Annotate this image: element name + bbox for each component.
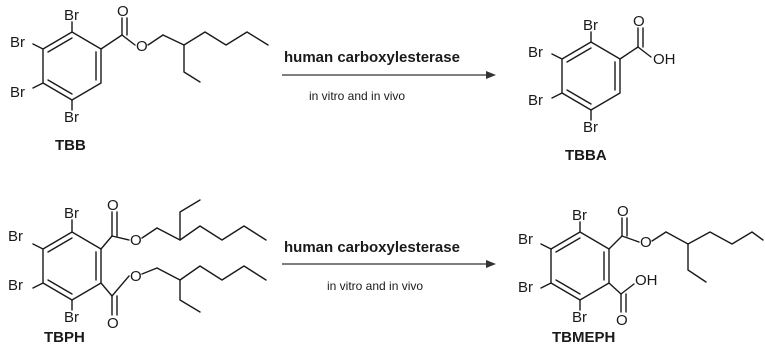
benzene-ring [561,41,621,111]
ester-group-lower [100,267,158,316]
hydroxyl-group: OH [635,272,658,289]
reaction-arrow-2: human carboxylesterase in vitro and in v… [282,239,496,293]
oxygen-atom: O [130,232,142,249]
bromine-atom: Br [64,205,79,222]
reaction-arrow-1: human carboxylesterase in vitro and in v… [282,49,496,103]
bromine-atom: Br [10,34,25,51]
substituent-bonds [551,31,592,121]
bromine-atom: Br [572,207,587,224]
oxygen-atom: O [633,13,645,30]
compound-label-tbph: TBPH [44,329,85,346]
bromine-atom: Br [8,228,23,245]
substituent-bonds [32,21,73,111]
enzyme-label: human carboxylesterase [284,49,460,66]
bromine-atom: Br [528,92,543,109]
ethylhexyl-chain-upper [156,225,267,241]
bromine-atom: Br [8,277,23,294]
reactant-tbb: Br Br Br Br O O TBB [10,3,269,154]
oxygen-atom: O [107,197,119,214]
ethylhexyl-chain [162,31,269,46]
compound-label-tbmeph: TBMEPH [552,329,615,346]
oxygen-atom: O [117,3,129,20]
ester-group [608,217,667,250]
bromine-atom: Br [64,7,79,24]
enzyme-label: human carboxylesterase [284,239,460,256]
ester-group-upper [100,211,158,250]
bromine-atom: Br [518,279,533,296]
ethyl-branch-lower [179,279,201,313]
benzene-ring [42,31,102,101]
bromine-atom: Br [10,84,25,101]
bromine-atom: Br [64,109,79,126]
oxygen-atom: O [640,234,652,251]
benzene-ring [550,231,610,301]
bromine-atom: Br [583,17,598,34]
ethyl-branch [183,44,201,83]
bromine-atom: Br [572,309,587,326]
ethyl-branch [687,243,707,283]
compound-label-tbba: TBBA [565,147,607,164]
bromine-atom: Br [583,119,598,136]
carboxylic-acid-group [619,27,652,60]
product-tbba: Br Br Br Br O OH TBBA [528,13,676,164]
compound-label-tbb: TBB [55,137,86,154]
ethylhexyl-chain-lower [156,265,267,281]
hydroxyl-group: OH [653,51,676,68]
bromine-atom: Br [64,309,79,326]
oxygen-atom: O [136,38,148,55]
oxygen-atom: O [130,268,142,285]
ethylhexyl-chain [665,231,764,245]
ethyl-branch-upper [179,199,201,241]
substituent-bonds [540,221,581,311]
bromine-atom: Br [518,231,533,248]
carboxylic-acid-group [608,282,635,313]
ester-group [100,17,164,50]
benzene-ring [42,231,102,301]
oxygen-atom: O [107,315,119,332]
oxygen-atom: O [617,203,629,220]
substituent-bonds [32,219,73,311]
product-tbmeph: Br Br Br Br O O O OH TBMEPH [518,203,764,346]
conditions-label: in vitro and in vivo [309,89,405,103]
bromine-atom: Br [528,44,543,61]
reactant-tbph: Br Br Br Br O O O O TBPH [8,197,267,346]
conditions-label: in vitro and in vivo [327,279,423,293]
oxygen-atom: O [616,312,628,329]
